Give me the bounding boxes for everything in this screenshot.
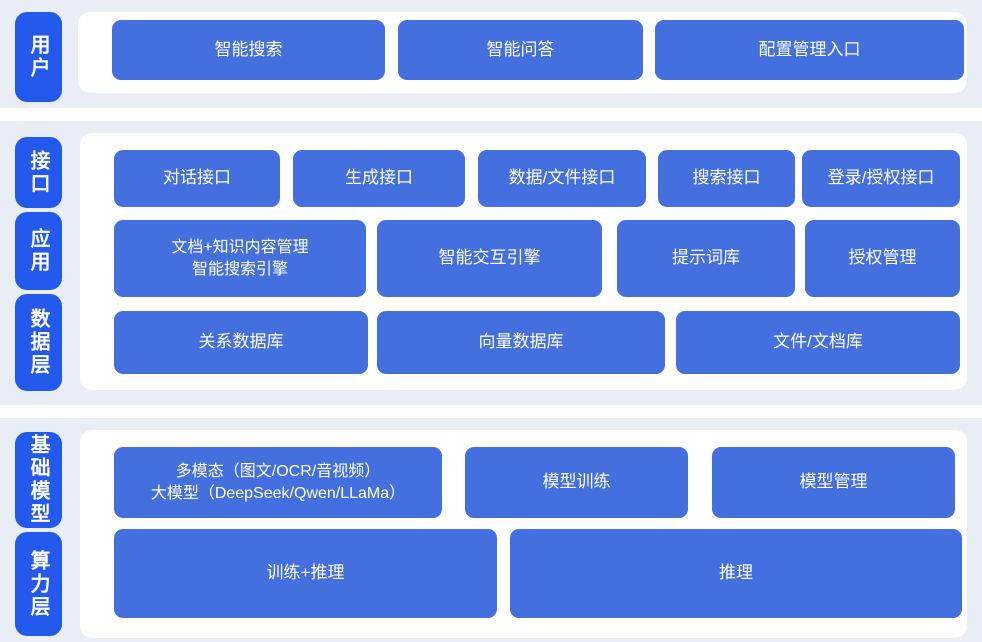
- layer-pill-data-layer: 数据层: [15, 294, 62, 391]
- block-config-management-entry: 配置管理入口: [655, 20, 964, 80]
- layer-pill-user: 用户: [15, 12, 62, 102]
- layer-pill-application: 应用: [15, 212, 62, 290]
- block-dialog-api: 对话接口: [114, 150, 280, 207]
- block-model-management: 模型管理: [712, 447, 955, 518]
- block-smart-search: 智能搜索: [112, 20, 385, 80]
- block-inference: 推理: [510, 529, 962, 618]
- block-prompt-library: 提示词库: [617, 220, 795, 297]
- block-model-training: 模型训练: [465, 447, 688, 518]
- block-vector-db: 向量数据库: [377, 311, 665, 374]
- block-multimodal-llm: 多模态（图文/OCR/音视频） 大模型（DeepSeek/Qwen/LLaMa）: [114, 447, 442, 518]
- block-login-auth-api: 登录/授权接口: [802, 150, 960, 207]
- block-relational-db: 关系数据库: [114, 311, 368, 374]
- layer-pill-base-model: 基础模型: [15, 432, 62, 528]
- block-search-api: 搜索接口: [658, 150, 795, 207]
- block-multimodal-llm-line2: 大模型（DeepSeek/Qwen/LLaMa）: [150, 484, 406, 502]
- block-interaction-engine: 智能交互引擎: [377, 220, 602, 297]
- block-data-file-api: 数据/文件接口: [478, 150, 646, 207]
- block-smart-qa: 智能问答: [398, 20, 643, 80]
- block-multimodal-llm-line1: 多模态（图文/OCR/音视频）: [175, 462, 381, 480]
- block-training-inference: 训练+推理: [114, 529, 497, 618]
- block-doc-engine-line1: 文档+知识内容管理: [171, 238, 309, 256]
- block-generation-api: 生成接口: [293, 150, 465, 207]
- block-doc-knowledge-search-engine: 文档+知识内容管理 智能搜索引擎: [114, 220, 366, 297]
- block-auth-management: 授权管理: [805, 220, 960, 297]
- model-compute-panel: 多模态（图文/OCR/音视频） 大模型（DeepSeek/Qwen/LLaMa）…: [80, 430, 967, 638]
- layer-pill-compute-layer: 算力层: [15, 532, 62, 636]
- layer-pill-interface: 接口: [15, 137, 62, 208]
- middle-layers-panel: 对话接口 生成接口 数据/文件接口 搜索接口 登录/授权接口 文档+知识内容管理…: [80, 133, 967, 390]
- user-layer-panel: 智能搜索 智能问答 配置管理入口: [78, 12, 967, 93]
- block-file-doc-store: 文件/文档库: [676, 311, 960, 374]
- block-doc-engine-line2: 智能搜索引擎: [191, 260, 288, 278]
